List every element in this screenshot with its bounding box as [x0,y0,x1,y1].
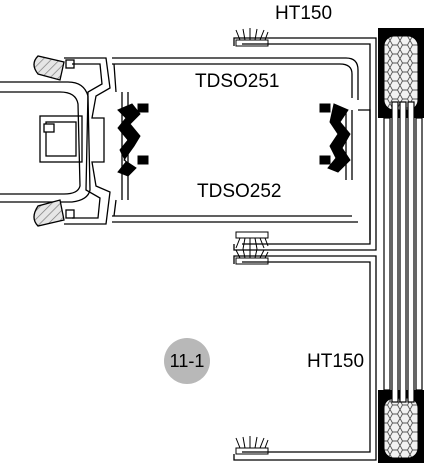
label-side-profile: HT150 [307,351,365,372]
detail-badge: 11-1 [164,338,210,384]
infill-panel [378,28,424,463]
ht150-profiles [233,37,377,461]
label-top-profile: HT150 [275,3,333,24]
left-sash-section [0,55,111,227]
label-lower-frame: TDSO252 [197,181,282,202]
label-upper-frame: TDSO251 [195,71,280,92]
gaskets [117,103,351,177]
